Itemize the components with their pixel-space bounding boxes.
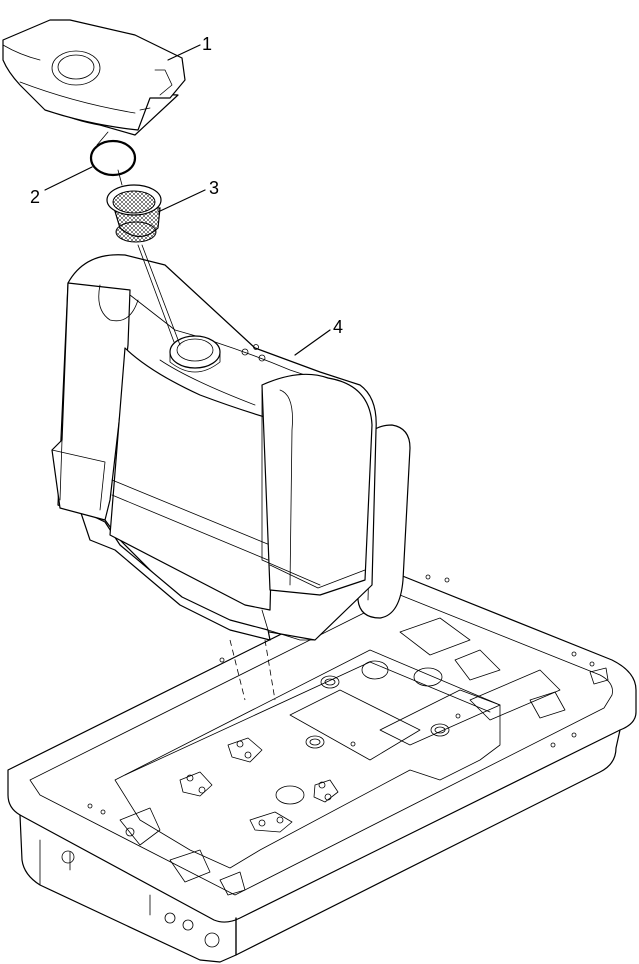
assembly-lines	[96, 131, 181, 346]
strainer-basket	[106, 184, 162, 243]
callout-leaders	[44, 44, 331, 356]
o-ring-gasket	[89, 139, 137, 177]
tank-assembly	[51, 254, 411, 641]
callouts: 1 2 3 4	[30, 34, 343, 337]
base-frame	[7, 574, 637, 963]
callout-3: 3	[209, 178, 219, 198]
callout-4: 4	[333, 317, 343, 337]
tank-cover	[2, 19, 186, 136]
callout-2: 2	[30, 187, 40, 207]
callout-1: 1	[202, 34, 212, 54]
